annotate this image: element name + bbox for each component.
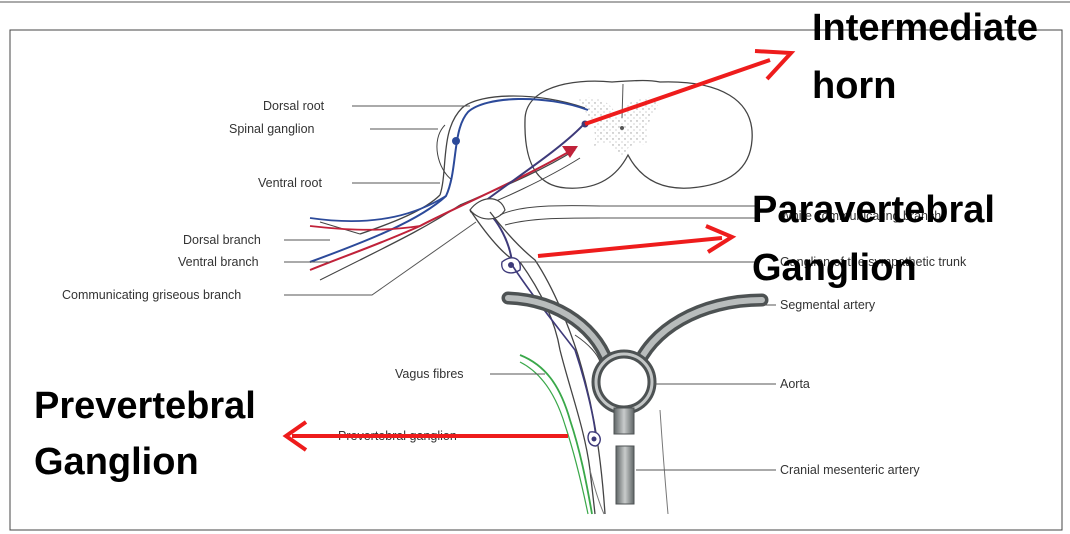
label-segmental-artery: Segmental artery <box>780 298 876 312</box>
callout-prevertebral-line2: Ganglion <box>34 441 199 483</box>
callout-intermediate-line2: horn <box>812 65 896 107</box>
callout-prevertebral-line1: Prevertebral <box>34 385 256 427</box>
callout-paravertebral-line2: Ganglion <box>752 247 917 289</box>
callout-intermediate-line1: Intermediate <box>812 7 1038 49</box>
sensory-fibre-dorsal-branch <box>310 196 446 221</box>
spinal-cord <box>525 81 752 189</box>
arteries <box>508 298 762 514</box>
label-ventral-root: Ventral root <box>258 176 322 190</box>
sympathetic-trunk <box>470 210 605 514</box>
cranial-mesenteric-artery <box>616 446 634 504</box>
label-vagus-fibres: Vagus fibres <box>395 367 464 381</box>
aorta-descending <box>614 408 634 434</box>
motor-fibre-dorsal-branch <box>310 226 420 230</box>
label-spinal-ganglion: Spinal ganglion <box>229 122 315 136</box>
label-aorta: Aorta <box>780 377 810 391</box>
prevertebral-ganglion-cell <box>592 437 597 442</box>
motor-fibre <box>310 150 572 270</box>
label-dorsal-root: Dorsal root <box>263 99 325 113</box>
arrow-paravertebral-ganglion <box>538 238 722 256</box>
label-dorsal-branch: Dorsal branch <box>183 233 261 247</box>
rami-communicantes <box>470 199 600 225</box>
spinal-nerve <box>320 150 580 280</box>
label-cranial-mesenteric-artery: Cranial mesenteric artery <box>780 463 920 477</box>
label-ventral-branch: Ventral branch <box>178 255 259 269</box>
callout-paravertebral-line1: Paravertebral <box>752 189 995 231</box>
label-communicating-griseous-branch: Communicating griseous branch <box>62 288 241 302</box>
